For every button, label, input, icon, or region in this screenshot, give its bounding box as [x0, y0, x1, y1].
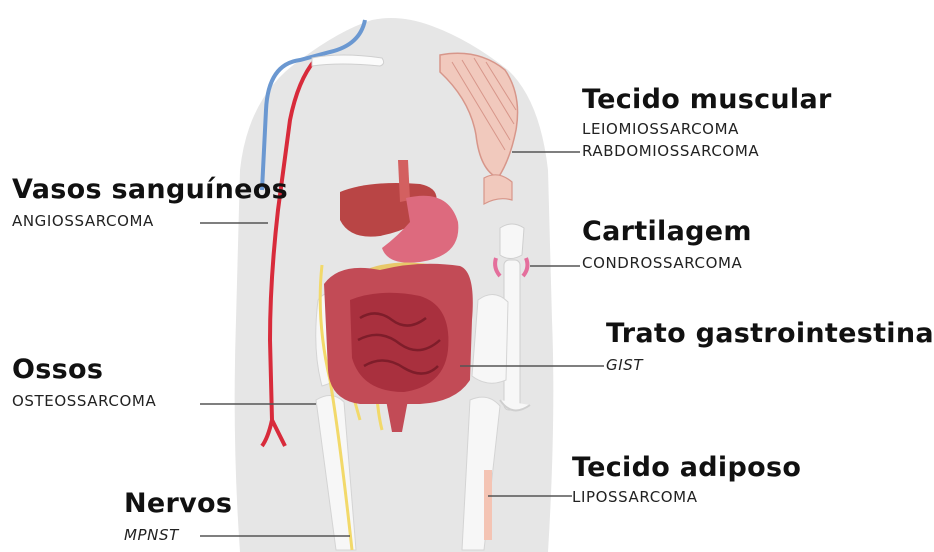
label-cartilagem-sub: CONDROSSARCOMA	[582, 254, 742, 272]
label-ossos-sub: OSTEOSSARCOMA	[12, 392, 156, 410]
label-ossos-title: Ossos	[12, 354, 103, 385]
label-nervos-sub: MPNST	[124, 526, 179, 544]
adipose-tissue	[484, 470, 492, 540]
label-adiposo-title: Tecido adiposo	[572, 452, 801, 483]
label-adiposo-sub: LIPOSSARCOMA	[572, 488, 698, 506]
label-muscular-sub1: LEIOMIOSSARCOMA	[582, 120, 739, 138]
label-vasos-sub: ANGIOSSARCOMA	[12, 212, 154, 230]
label-nervos-title: Nervos	[124, 488, 232, 519]
label-muscular-title: Tecido muscular	[582, 84, 832, 115]
label-cartilagem-title: Cartilagem	[582, 216, 752, 247]
esophagus	[398, 160, 410, 202]
label-trato-title: Trato gastrointestinal	[606, 318, 934, 349]
clavicle	[312, 55, 384, 66]
label-trato-sub: GIST	[606, 356, 643, 374]
label-muscular-sub2: RABDOMIOSSARCOMA	[582, 142, 759, 160]
label-vasos-title: Vasos sanguíneos	[12, 174, 288, 205]
